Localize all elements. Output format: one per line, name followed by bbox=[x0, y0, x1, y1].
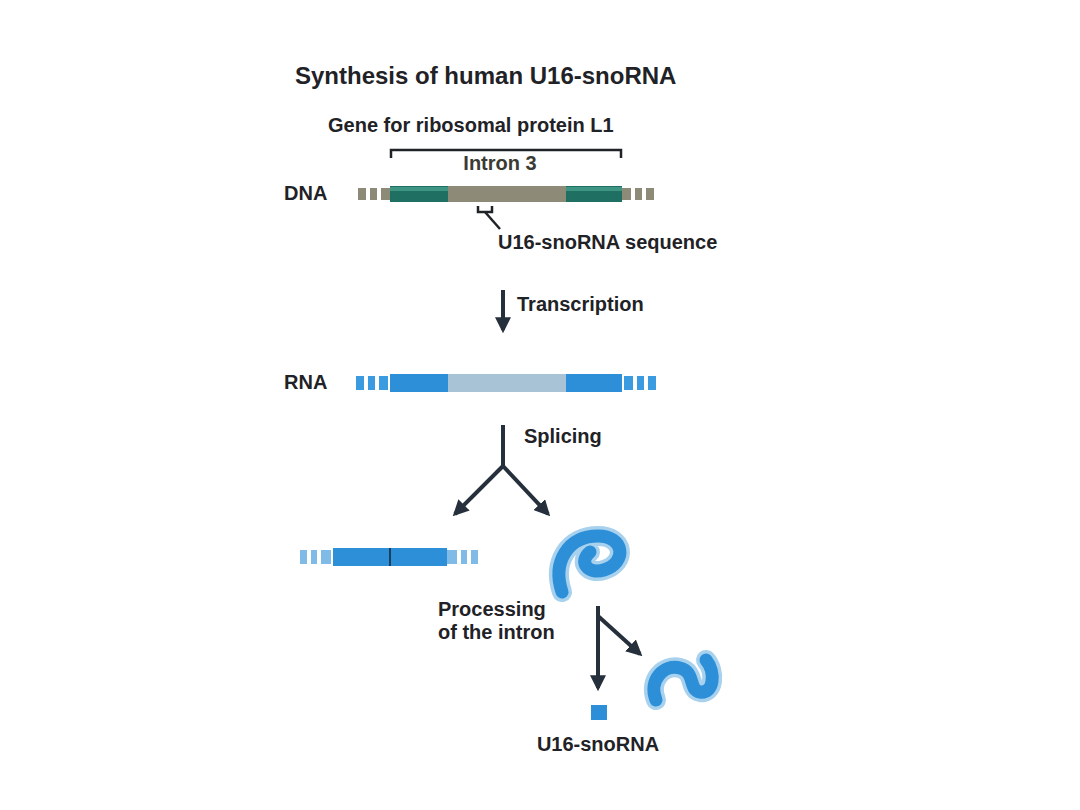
snorna-product bbox=[591, 705, 607, 720]
transcription-arrow bbox=[501, 290, 505, 330]
product-label: U16-snoRNA bbox=[537, 733, 659, 756]
dna-label: DNA bbox=[284, 182, 327, 205]
intron-label: Intron 3 bbox=[463, 152, 536, 175]
step-label: Processing of the intron bbox=[438, 598, 562, 644]
rna-label: RNA bbox=[284, 371, 327, 394]
step-label: Splicing bbox=[524, 425, 602, 448]
processing-arrows bbox=[598, 606, 640, 688]
intron-fragment bbox=[654, 660, 712, 700]
gene-label: Gene for ribosomal protein L1 bbox=[328, 114, 614, 137]
leader-line bbox=[485, 212, 500, 229]
rna-bar bbox=[356, 374, 656, 392]
sequence-bracket bbox=[478, 206, 492, 212]
intron-lariat bbox=[559, 536, 620, 592]
step-label: Transcription bbox=[517, 293, 644, 316]
dna-bar bbox=[358, 186, 654, 202]
spliced-mrna bbox=[300, 548, 478, 566]
title: Synthesis of human U16-snoRNA bbox=[295, 62, 676, 90]
sequence-label: U16-snoRNA sequence bbox=[498, 231, 717, 254]
